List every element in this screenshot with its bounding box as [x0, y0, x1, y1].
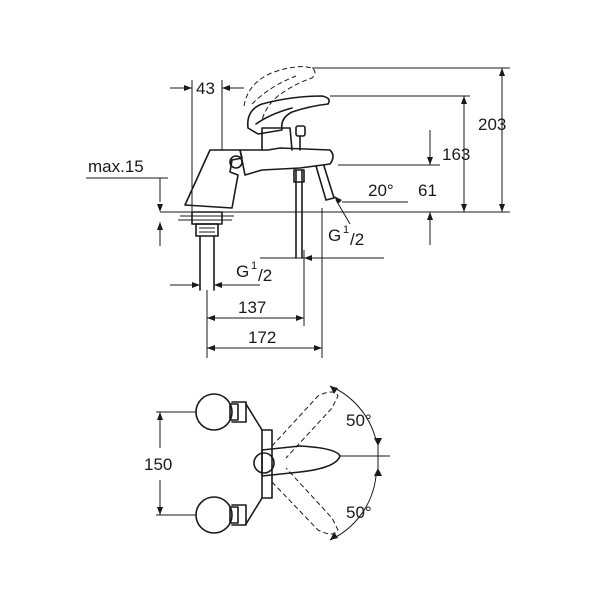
thread-g-label-2: G [236, 262, 249, 281]
mixer-body-top [245, 403, 275, 525]
dim-163-label: 163 [442, 145, 470, 164]
top-dimension-lines [156, 385, 390, 541]
thread-sup-label-2: 1 [251, 260, 257, 272]
dimension-lines [86, 67, 510, 358]
lever-handle [246, 95, 330, 135]
lever-raised-outline [243, 66, 316, 121]
spout-outlet [315, 165, 335, 201]
lever-top-dashed [271, 391, 339, 535]
side-view: 43 203 163 max.15 20° 61 G 1 /2 G 1 /2 1… [86, 66, 510, 358]
angle-lower-label: 50° [346, 503, 372, 522]
dim-43-label: 43 [196, 79, 215, 98]
upper-wall-connector [195, 393, 247, 431]
dim-137-label: 137 [238, 298, 266, 317]
angle-upper-label: 50° [346, 411, 372, 430]
dim-203-label: 203 [478, 115, 506, 134]
dim-61-label: 61 [418, 181, 437, 200]
faucet-body [184, 125, 334, 259]
dim-max15-label: max.15 [88, 157, 144, 176]
dim-20deg-label: 20° [368, 181, 394, 200]
dim-150-label: 150 [144, 455, 172, 474]
top-view: 150 50° 50° [144, 385, 390, 541]
thread-label-outlet: G 1 /2 [328, 224, 364, 249]
thread-sub-label-2: /2 [258, 266, 272, 285]
shank-connector [191, 211, 223, 291]
deck-surface [160, 211, 330, 221]
lever-top-solid [261, 445, 341, 477]
dim-172-label: 172 [248, 328, 276, 347]
thread-sub-label: /2 [350, 230, 364, 249]
thread-g-label: G [328, 226, 341, 245]
thread-label-inlet: G 1 /2 [236, 260, 272, 285]
lower-wall-connector [195, 496, 247, 534]
thread-sup-label: 1 [343, 224, 349, 236]
